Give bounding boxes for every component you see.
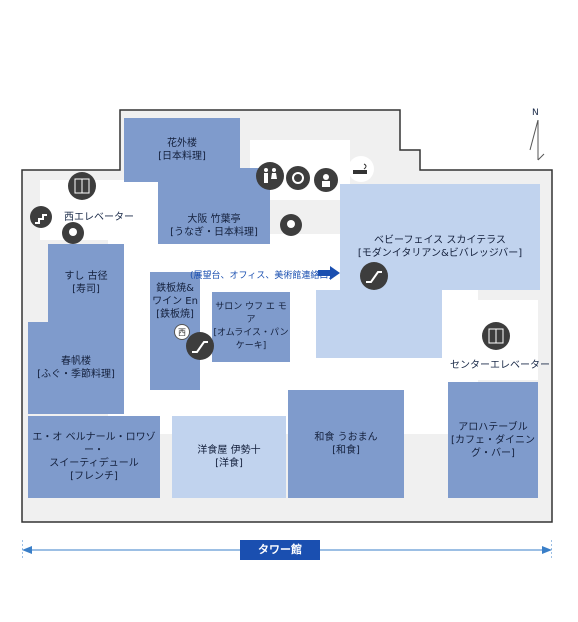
stairs-icon (30, 206, 52, 228)
elevator-icon (68, 172, 96, 200)
shop-bernard[interactable]: エ・オ ベルナール・ロワゾー・ スイーティデュール [フレンチ] (28, 416, 160, 498)
center-elevator-label: センターエレベーター (450, 360, 550, 371)
north-arrow-icon (529, 120, 545, 161)
shop-sushi[interactable]: すし 古径 [寿司] (48, 244, 124, 322)
accessible-icon (286, 166, 310, 190)
shop-shunpanro[interactable]: 春帆楼 [ふぐ・季節料理] (28, 322, 124, 414)
nursing-room-icon (314, 168, 338, 192)
west-elevator-label: 西エレベーター (64, 212, 134, 223)
escalator-icon-west (186, 332, 214, 360)
shop-isejuu[interactable]: 洋食屋 伊勢十 [洋食] (172, 416, 286, 498)
connection-arrow-icon (318, 266, 340, 280)
shop-aloha[interactable]: アロハテーブル [カフェ・ダイニング・バー] (448, 382, 538, 498)
babyface-lower (316, 290, 442, 358)
shop-takeyo[interactable]: 大阪 竹葉亭 [うなぎ・日本料理] (158, 168, 270, 244)
smoking-icon (348, 156, 374, 182)
west-marker: 西 (174, 324, 190, 340)
escalator-icon (360, 262, 388, 290)
nursing-icon (62, 222, 84, 244)
connection-label: (展望台、オフィス、美術館連絡口) (190, 271, 332, 281)
shop-salon[interactable]: サロン ウフ エ モア [オムライス・パンケーキ] (212, 292, 290, 362)
compass-label: N (532, 108, 539, 118)
restroom-icon (256, 162, 284, 190)
tower-label: タワー館 (240, 540, 320, 560)
center-elevator-icon (482, 322, 510, 350)
shop-teppan[interactable]: 鉄板焼& ワイン En [鉄板焼] (150, 272, 200, 390)
shop-uomann[interactable]: 和食 うおまん [和食] (288, 390, 404, 498)
nursing-icon-2 (280, 214, 302, 236)
